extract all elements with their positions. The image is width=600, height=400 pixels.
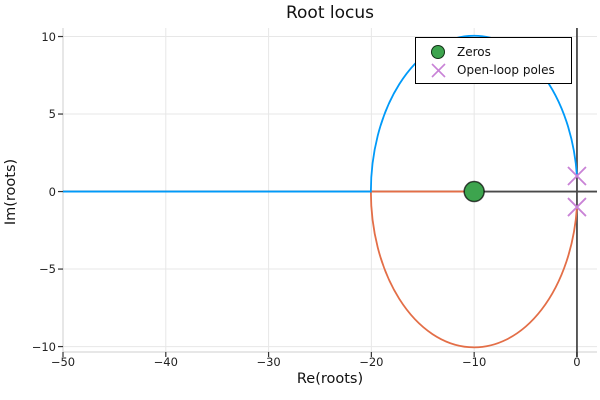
zero-circle-marker <box>463 180 485 203</box>
x-tick-label: −30 <box>256 355 281 369</box>
legend-label: Open-loop poles <box>457 62 555 77</box>
legend-label: Zeros <box>457 44 491 59</box>
locus-branch-upper <box>63 34 578 193</box>
legend-item-zeros: Zeros <box>429 43 571 61</box>
legend: Zeros Open-loop poles <box>415 37 572 84</box>
x-tick-label: −40 <box>153 355 178 369</box>
x-tick-label: −10 <box>462 355 487 369</box>
y-tick-label: 0 <box>48 184 56 199</box>
x-axis-label: Re(roots) <box>296 371 364 387</box>
zero-circle-icon <box>429 45 447 59</box>
legend-item-poles: Open-loop poles <box>429 61 571 79</box>
y-tick-label: 5 <box>48 107 56 122</box>
x-tick-label: 0 <box>573 355 581 369</box>
y-tick-label: −10 <box>31 339 56 354</box>
pole-x-marker <box>567 197 587 217</box>
plot-title: Root locus <box>285 3 375 23</box>
locus-branch-lower-arc <box>369 191 578 349</box>
x-tick-label: −50 <box>50 355 76 369</box>
pole-x-marker <box>567 166 587 186</box>
y-tick-label: −5 <box>39 262 56 277</box>
y-tick-label: 10 <box>41 29 56 44</box>
x-tick-label: −20 <box>359 355 384 369</box>
pole-x-icon <box>429 62 447 79</box>
